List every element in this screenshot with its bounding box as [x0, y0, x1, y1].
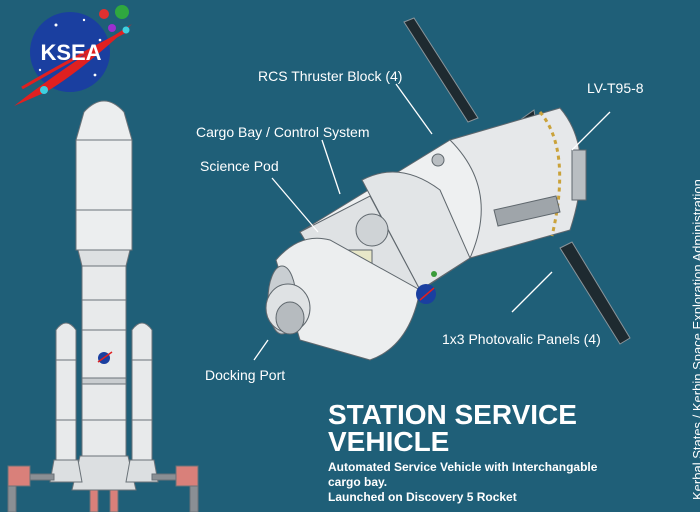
ksea-logo	[14, 5, 132, 106]
leader-science	[271, 177, 319, 233]
callout-rcs-thruster: RCS Thruster Block (4)	[258, 68, 403, 84]
callout-photovoltaic-panels: 1x3 Photovalic Panels (4)	[442, 331, 601, 347]
rocket-illustration	[7, 100, 199, 512]
logo-text: KSEA	[40, 40, 102, 65]
page-title: STATION SERVICE VEHICLE	[328, 399, 577, 457]
callout-cargo-bay: Cargo Bay / Control System	[196, 124, 370, 140]
title-line-2: VEHICLE	[328, 426, 450, 457]
description: Automated Service Vehicle with Interchan…	[328, 460, 628, 505]
agency-credit: Kerbal States / Kerbin Space Exploration…	[690, 179, 700, 500]
leader-rcs	[395, 83, 433, 135]
leader-panels	[511, 271, 553, 313]
callout-lines	[253, 83, 611, 361]
service-vehicle	[265, 107, 587, 361]
callout-docking-port: Docking Port	[205, 367, 286, 383]
description-line-2: cargo bay.	[328, 475, 388, 489]
callout-science-pod: Science Pod	[200, 158, 279, 174]
description-line-1: Automated Service Vehicle with Interchan…	[328, 460, 598, 474]
leader-cargo	[321, 139, 341, 195]
leader-docking	[253, 339, 269, 361]
description-line-3: Launched on Discovery 5 Rocket	[328, 490, 517, 504]
leader-engine	[571, 111, 611, 151]
title-line-1: STATION SERVICE	[328, 399, 577, 430]
callout-engine: LV-T95-8	[587, 80, 644, 96]
